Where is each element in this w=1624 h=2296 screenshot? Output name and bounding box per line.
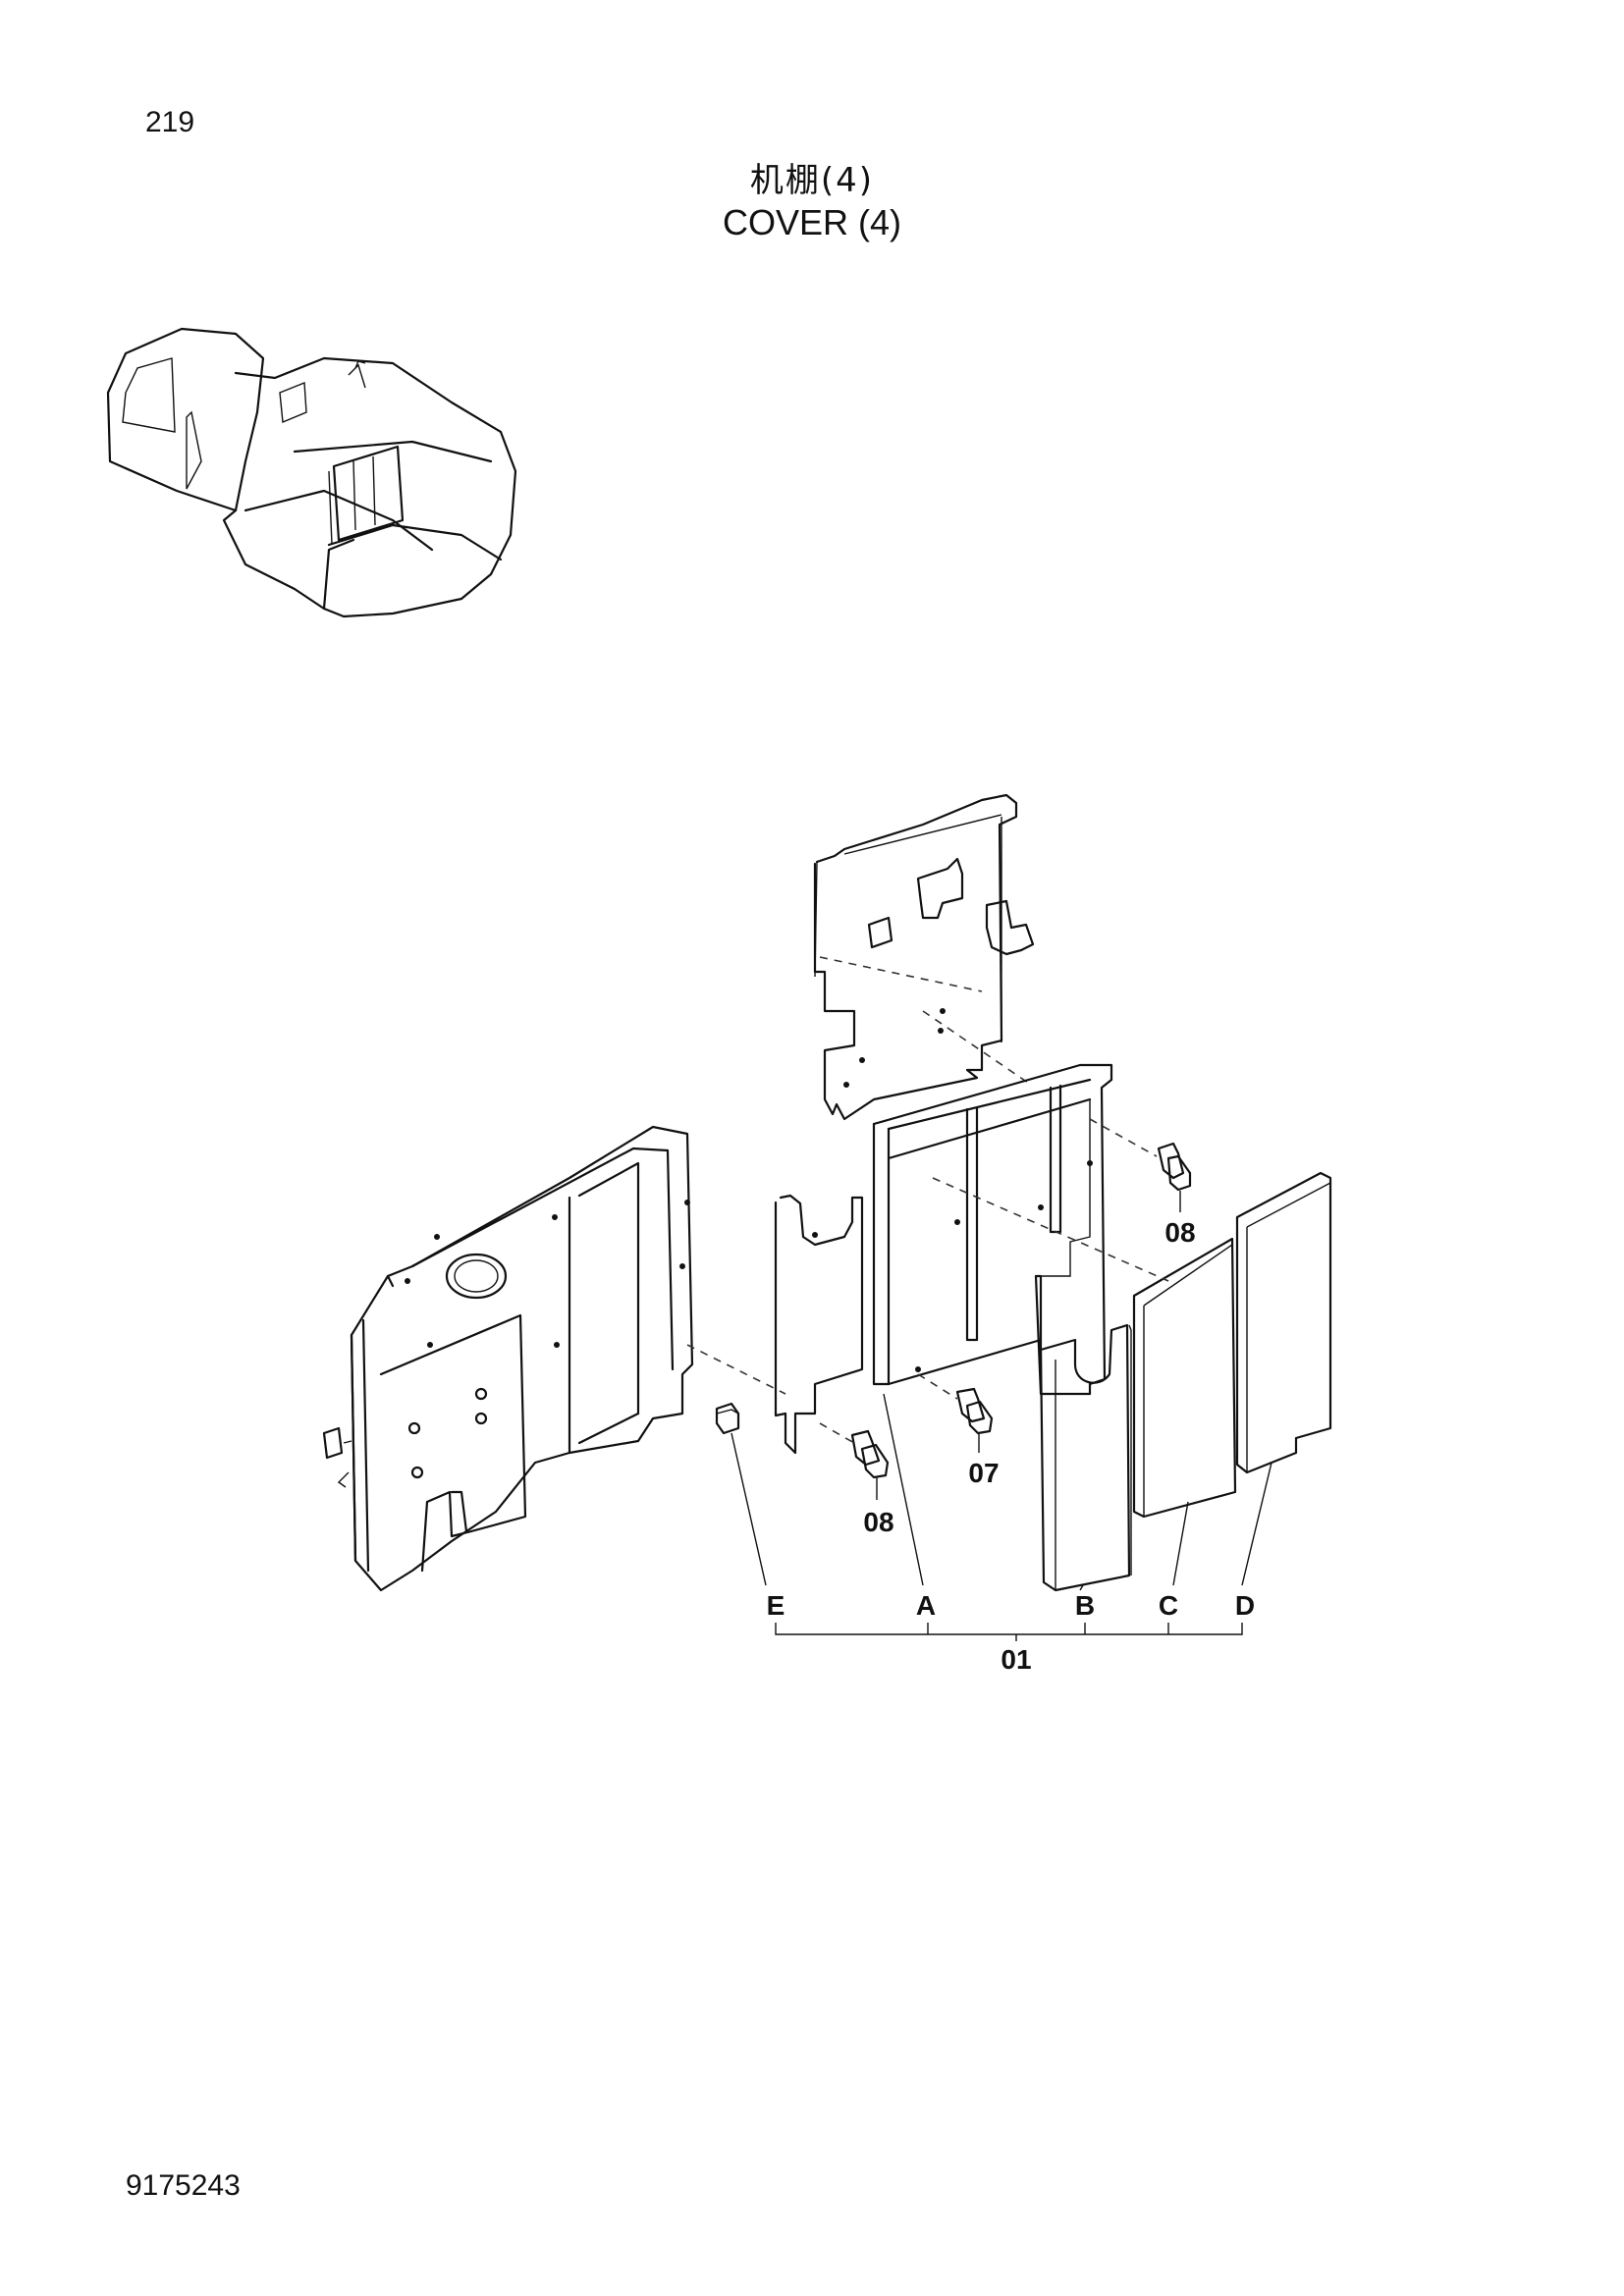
spacer-part-E — [715, 1402, 740, 1435]
left-side-panel — [322, 1125, 786, 1592]
upper-bracket-panel — [813, 793, 1035, 1121]
label-part-08-left: 08 — [863, 1507, 893, 1537]
label-part-E: E — [767, 1590, 785, 1621]
label-part-D: D — [1235, 1590, 1255, 1621]
label-part-08-right: 08 — [1164, 1217, 1195, 1248]
pad-part-C — [1132, 1237, 1237, 1519]
label-part-B: B — [1075, 1590, 1095, 1621]
machine-overview-illustration — [106, 327, 517, 618]
page-number: 219 — [145, 106, 195, 138]
label-part-A: A — [916, 1590, 936, 1621]
label-part-C: C — [1159, 1590, 1178, 1621]
frame-part-A — [774, 1063, 1113, 1455]
document-number: 9175243 — [126, 2169, 241, 2202]
title-english: COVER (4) — [722, 202, 902, 242]
leader-lines — [731, 1191, 1272, 1641]
pad-part-B — [1039, 1323, 1132, 1592]
bolt-08-right — [1089, 1118, 1192, 1192]
bolt-07 — [917, 1373, 994, 1435]
title-chinese: 机棚(4) — [749, 161, 875, 200]
label-part-01: 01 — [1001, 1644, 1031, 1675]
label-part-07: 07 — [968, 1458, 999, 1488]
bolt-08-left — [819, 1422, 890, 1479]
pad-part-D — [1235, 1171, 1332, 1474]
